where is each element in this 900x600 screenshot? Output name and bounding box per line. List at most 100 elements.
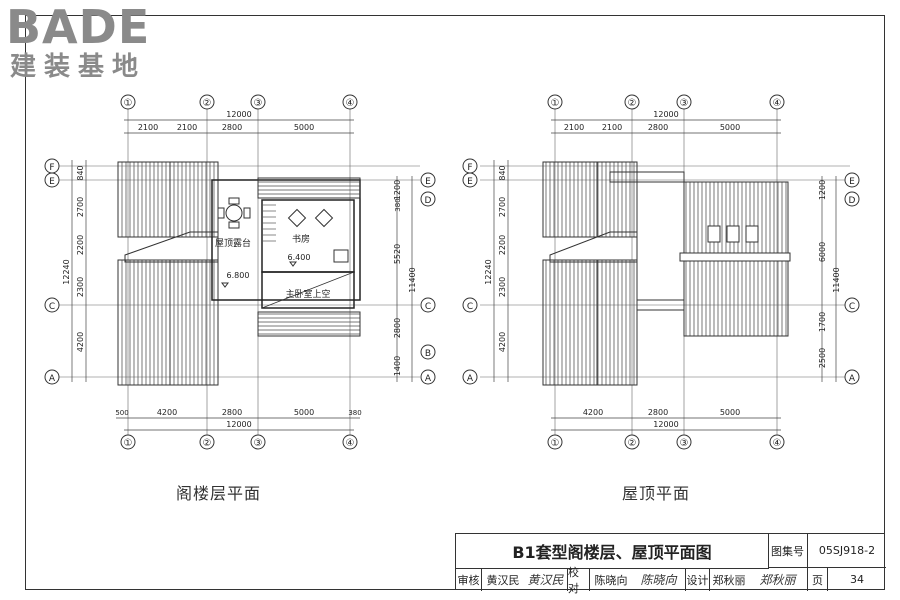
dim-left-segment: 4200 <box>76 332 85 352</box>
axis-bubble-top-3: ③ <box>680 98 689 109</box>
dim-top-segment: 2100 <box>138 123 158 132</box>
axis-bubble-bottom-3: ③ <box>254 438 263 449</box>
axis-bubble-left-f: F <box>49 163 54 173</box>
designer-name: 郑秋丽 <box>712 573 746 587</box>
axis-bubble-right-e: E <box>849 177 855 187</box>
axis-bubble-top-4: ④ <box>773 98 782 109</box>
dim-bottom-segment: 5000 <box>720 408 740 417</box>
dim-right-segment: 380 <box>394 198 402 211</box>
roof-plan-caption: 屋顶平面 <box>622 484 691 503</box>
dim-right-total: 11400 <box>832 267 841 292</box>
dim-right-segment: 5520 <box>393 244 402 264</box>
dim-right-segment: 2500 <box>818 348 827 368</box>
dim-right-segment: 1200 <box>393 180 402 200</box>
axis-bubble-top-3: ③ <box>254 98 263 109</box>
dim-top-segment: 5000 <box>294 123 314 132</box>
axis-bubble-bottom-1: ① <box>551 438 560 449</box>
axis-bubble-left-a: A <box>49 374 56 384</box>
checker-name: 陈晓向 <box>594 573 628 587</box>
logo-subtitle: 建装基地 <box>10 52 147 82</box>
dim-bottom-segment: 380 <box>348 409 361 417</box>
dim-top-segment: 2800 <box>222 123 242 132</box>
dim-top-segment: 2100 <box>602 123 622 132</box>
roof-plan <box>462 94 860 450</box>
dim-left-segment: 840 <box>76 165 85 180</box>
dim-right-total: 11400 <box>408 267 417 292</box>
dim-bottom-segment: 5000 <box>294 408 314 417</box>
axis-bubble-right-a: A <box>425 374 432 384</box>
dim-left-segment: 2700 <box>76 197 85 217</box>
design-label: 设计 <box>686 568 710 591</box>
dim-right-segment: 1700 <box>818 312 827 332</box>
page-label: 页 <box>808 568 828 591</box>
dim-bottom-total: 12000 <box>653 420 678 429</box>
dim-left-total: 12240 <box>62 259 71 284</box>
title-block: B1套型阁楼层、屋顶平面图 图集号 05SJ918-2 审核 黄汉民 黄汉民 校… <box>455 533 886 595</box>
dim-right-segment: 2800 <box>393 318 402 338</box>
dim-right-segment: 1400 <box>393 356 402 376</box>
dim-bottom-segment: 500 <box>115 409 128 417</box>
axis-bubble-right-d: D <box>425 196 432 206</box>
axis-bubble-top-4: ④ <box>346 98 355 109</box>
dim-left-segment: 2700 <box>498 197 507 217</box>
dim-top-total: 12000 <box>653 110 678 119</box>
axis-bubble-top-2: ② <box>203 98 212 109</box>
dim-right-segment: 6000 <box>818 242 827 262</box>
dim-bottom-total: 12000 <box>226 420 251 429</box>
axis-bubble-right-c: C <box>425 302 431 312</box>
dim-bottom-segment: 4200 <box>583 408 603 417</box>
axis-bubble-right-b: B <box>425 349 431 359</box>
axis-bubble-left-f: F <box>467 163 472 173</box>
dim-top-segment: 2100 <box>177 123 197 132</box>
axis-bubble-top-1: ① <box>551 98 560 109</box>
axis-bubble-bottom-4: ④ <box>346 438 355 449</box>
drawing-title: B1套型阁楼层、屋顶平面图 <box>456 534 769 569</box>
axis-bubble-left-c: C <box>467 302 473 312</box>
atlas-number: 05SJ918-2 <box>808 534 886 568</box>
axis-bubble-top-1: ① <box>124 98 133 109</box>
axis-bubble-bottom-1: ① <box>124 438 133 449</box>
axis-bubble-left-e: E <box>49 177 55 187</box>
page-number: 34 <box>850 573 864 586</box>
attic-floor-plan <box>44 94 436 450</box>
axis-bubble-bottom-2: ② <box>203 438 212 449</box>
brand-logo: BADE 建装基地 <box>6 2 176 82</box>
dim-top-total: 12000 <box>226 110 251 119</box>
dim-top-segment: 2800 <box>648 123 668 132</box>
attic-plan-caption: 阁楼层平面 <box>176 484 262 503</box>
room-label-void: 主卧室上空 <box>285 288 330 300</box>
axis-bubble-left-a: A <box>467 374 474 384</box>
axis-bubble-right-a: A <box>849 374 856 384</box>
axis-bubble-bottom-4: ④ <box>773 438 782 449</box>
atlas-label: 图集号 <box>768 534 808 568</box>
dim-right-segment: 1200 <box>818 180 827 200</box>
dim-bottom-segment: 2800 <box>648 408 668 417</box>
designer-signature: 郑秋丽 <box>748 568 808 591</box>
dim-top-segment: 5000 <box>720 123 740 132</box>
dim-left-segment: 840 <box>498 165 507 180</box>
axis-bubble-right-c: C <box>849 302 855 312</box>
dim-top-segment: 2100 <box>564 123 584 132</box>
logo-wordmark: BADE <box>6 0 151 54</box>
room-label-terrace: 屋顶露台 <box>215 237 251 249</box>
dim-left-segment: 2200 <box>498 235 507 255</box>
dim-left-segment: 4200 <box>498 332 507 352</box>
dim-left-total: 12240 <box>484 259 493 284</box>
reviewer-name: 黄汉民 <box>486 573 520 587</box>
axis-bubble-left-e: E <box>467 177 473 187</box>
dim-left-segment: 2300 <box>498 277 507 297</box>
elevation-label: 6.400 <box>288 253 311 262</box>
reviewer-signature: 黄汉民 <box>524 568 568 591</box>
room-label-study: 书房 <box>292 233 310 245</box>
axis-bubble-left-c: C <box>49 302 55 312</box>
check-label: 校对 <box>568 566 590 595</box>
review-label: 审核 <box>456 568 482 591</box>
axis-bubble-bottom-3: ③ <box>680 438 689 449</box>
dim-bottom-segment: 2800 <box>222 408 242 417</box>
elevation-label: 6.800 <box>227 271 250 280</box>
axis-bubble-bottom-2: ② <box>628 438 637 449</box>
dim-left-segment: 2300 <box>76 277 85 297</box>
axis-bubble-right-e: E <box>425 177 431 187</box>
axis-bubble-right-d: D <box>849 196 856 206</box>
